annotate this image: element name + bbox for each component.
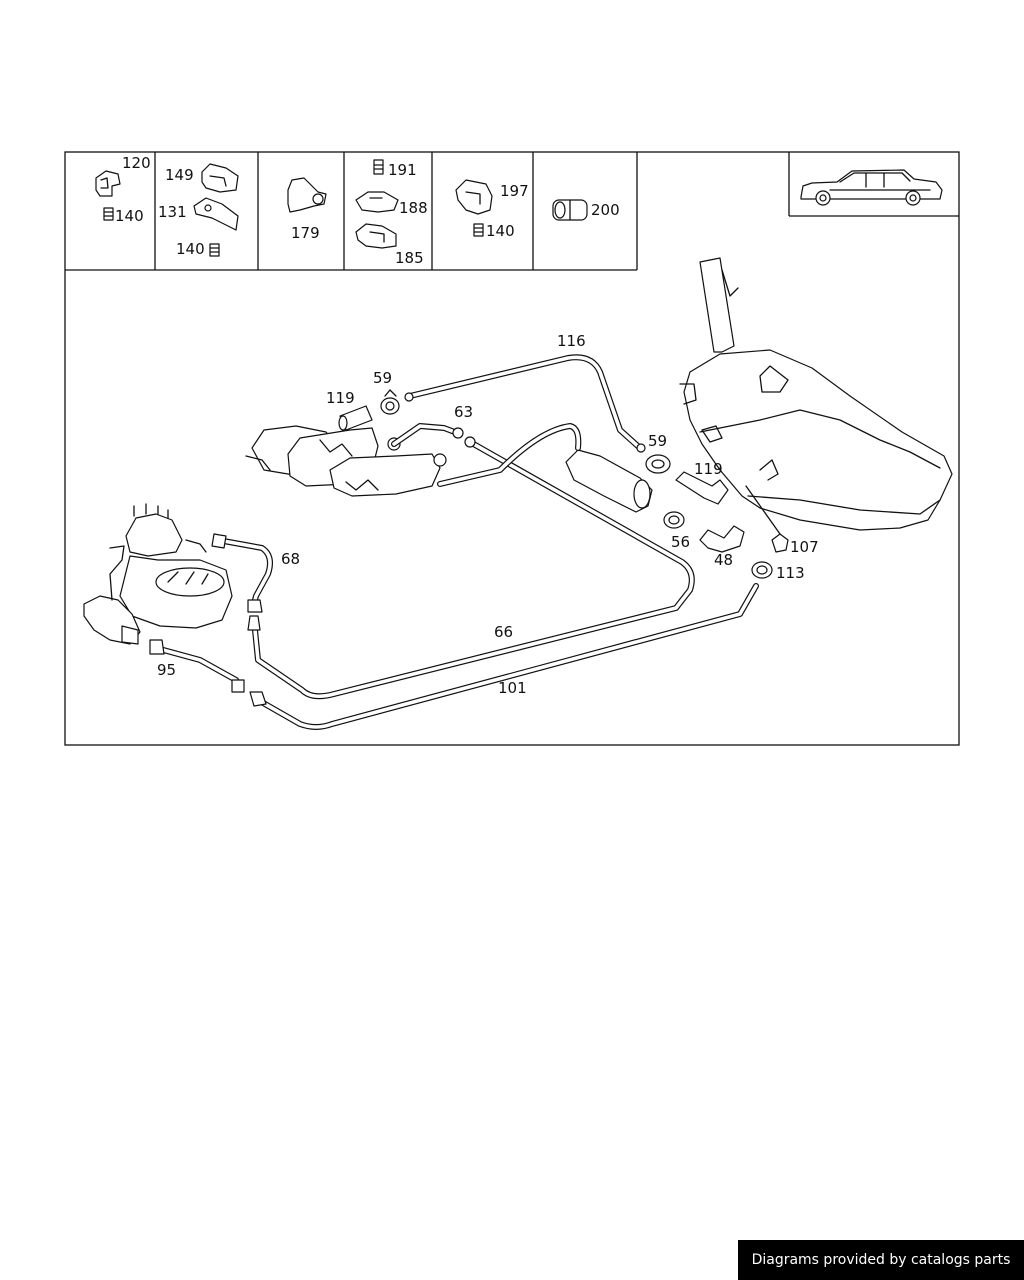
grommet-200-icon (552, 199, 588, 221)
callout-59: 59 (373, 369, 392, 387)
callout-119: 119 (326, 389, 355, 407)
clamp-56-icon (663, 511, 685, 529)
clip-120-icon (95, 170, 121, 197)
hose-119b-icon (675, 471, 729, 505)
callout-113: 113 (776, 564, 805, 582)
callout-188: 188 (399, 199, 428, 217)
holder-131-icon (193, 197, 239, 231)
fuel-distributor-icon (83, 503, 233, 645)
credit-badge: Diagrams provided by catalogs parts (738, 1240, 1024, 1280)
callout-95: 95 (157, 661, 176, 679)
callout-140-b: 140 (176, 240, 205, 258)
diagram-frame (64, 151, 960, 746)
callout-59-b: 59 (648, 432, 667, 450)
clamp-113-icon (751, 561, 773, 579)
callout-131: 131 (158, 203, 187, 221)
fitting-107-icon (745, 485, 789, 553)
callout-120: 120 (122, 154, 151, 172)
clamp-179-icon (287, 177, 327, 213)
holder-185-icon (355, 223, 397, 249)
nut-140c-icon (473, 223, 484, 237)
clip-197-icon (455, 179, 493, 215)
callout-116: 116 (557, 332, 586, 350)
pipe-66-icon (247, 436, 695, 700)
callout-197: 197 (500, 182, 529, 200)
callout-63: 63 (454, 403, 473, 421)
pipe-116-icon (404, 354, 646, 453)
fuel-pump-assembly-icon (245, 425, 447, 497)
callout-185: 185 (395, 249, 424, 267)
callout-179: 179 (291, 224, 320, 242)
callout-labels: 120 140 149 131 140 179 191 188 185 197 … (115, 154, 819, 697)
callout-140-c: 140 (486, 222, 515, 240)
callout-191: 191 (388, 161, 417, 179)
callout-149: 149 (165, 166, 194, 184)
callout-107: 107 (790, 538, 819, 556)
nut-140-icon (103, 207, 114, 221)
nut-140b-icon (209, 243, 220, 257)
holder-149-icon (201, 163, 239, 193)
callout-140: 140 (115, 207, 144, 225)
vehicle-thumbnail-icon (800, 169, 943, 206)
nut-191-icon (373, 159, 384, 175)
fuel-filter-icon (565, 449, 653, 513)
pipe-101-icon (249, 583, 759, 730)
pipe-return-icon (437, 423, 582, 487)
clamp-59b-icon (645, 454, 671, 474)
hose-48-icon (699, 525, 745, 553)
pipe-95-icon (149, 639, 245, 693)
callout-119-b: 119 (694, 460, 723, 478)
pipe-68-icon (211, 533, 273, 613)
callout-68: 68 (281, 550, 300, 568)
hose-119-icon (338, 405, 373, 431)
callout-101: 101 (498, 679, 527, 697)
callout-66: 66 (494, 623, 513, 641)
callout-48: 48 (714, 551, 733, 569)
callout-200: 200 (591, 201, 620, 219)
pipe-63-icon (391, 423, 464, 447)
holder-188-icon (355, 191, 399, 213)
clamp-59-icon (380, 389, 400, 415)
callout-56: 56 (671, 533, 690, 551)
credit-text: Diagrams provided by catalogs parts (751, 1252, 1011, 1268)
fuel-tank-icon (679, 257, 953, 531)
